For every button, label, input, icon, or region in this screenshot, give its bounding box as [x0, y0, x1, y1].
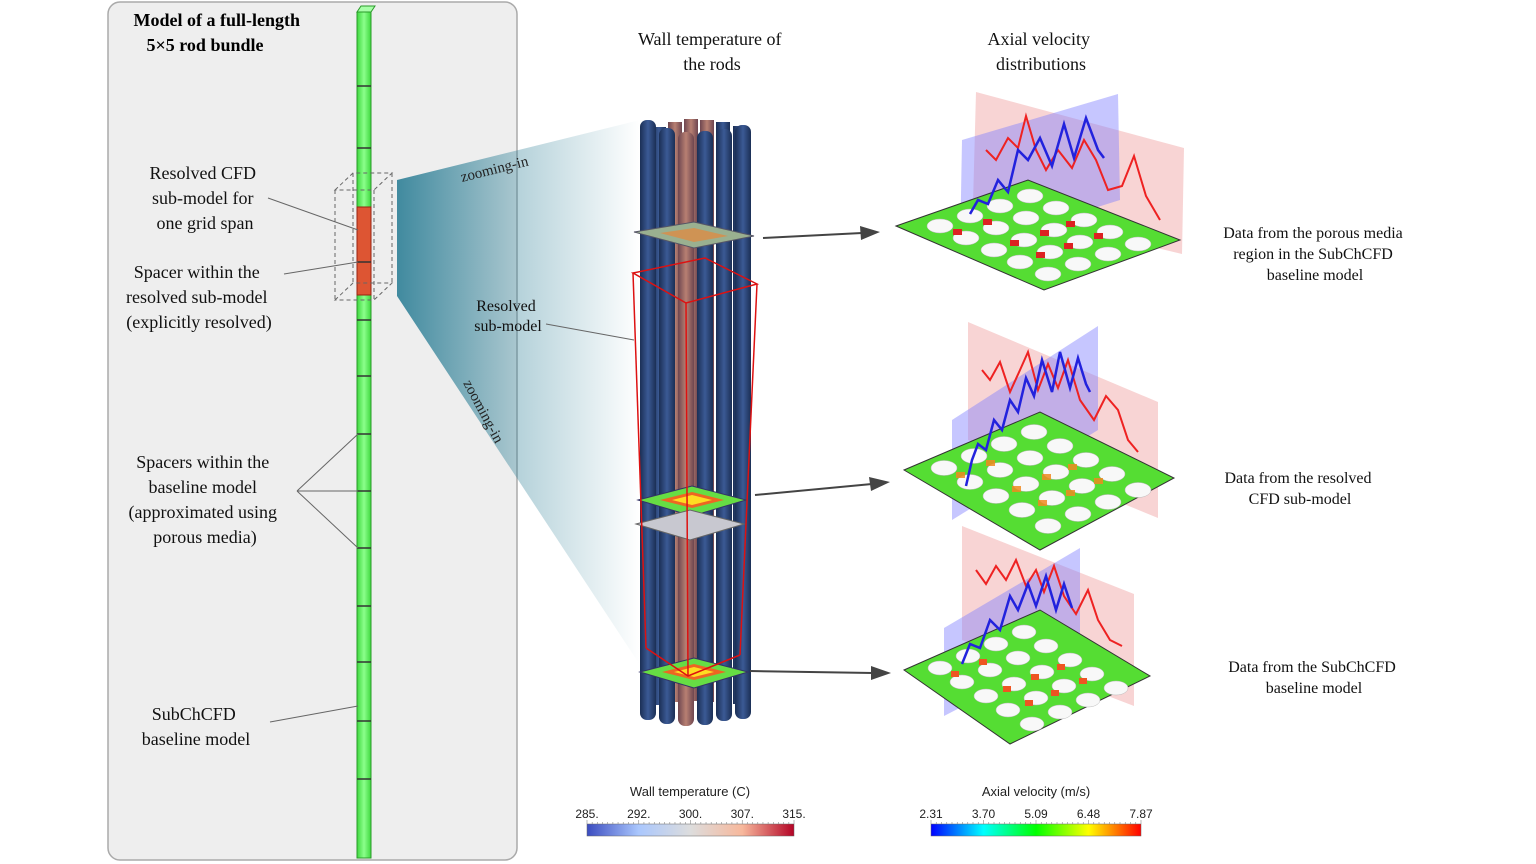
section-slice: [902, 609, 1152, 745]
leader-spacer-resolved: [283, 261, 359, 275]
rod-bundle: [630, 119, 760, 726]
section-slice: [894, 179, 1182, 291]
temperature-colorbar-ticks: 285. 292. 300. 307. 315.: [575, 807, 806, 824]
baseline-bar: [356, 11, 372, 859]
spacer-grid-mixing: [634, 509, 746, 541]
hot-spots: [951, 659, 1087, 706]
section-slice: [902, 411, 1176, 551]
right-section: Axial velocity distributions: [894, 29, 1407, 837]
blue-profile: [964, 351, 1092, 487]
resolved-span-bar: [356, 206, 372, 296]
arrow-bottom: [749, 670, 874, 674]
leader-resolved: [267, 197, 359, 231]
spacer-ticks: [357, 85, 371, 780]
red-profile: [985, 112, 1161, 221]
spacer-grid-top: [633, 221, 755, 249]
label-spacers-baseline: Spacers within the baseline model (appro…: [129, 452, 282, 548]
temperature-colorbar-title: Wall temperature (C): [630, 784, 750, 799]
red-profile: [975, 557, 1123, 647]
velocity-colorbar-tick-label: 7.87: [1129, 807, 1153, 821]
rod-holes: [930, 424, 1152, 534]
velocity-colorbar-tick-label: 3.70: [972, 807, 996, 821]
temperature-colorbar-gradient: [586, 823, 795, 837]
resolved-span-box: [333, 172, 394, 301]
zoom-funnel: [397, 120, 640, 665]
hot-spots: [956, 460, 1103, 506]
rod-holes: [927, 624, 1129, 732]
label-resolved-submodel: Resolved CFD sub-model for one grid span: [149, 163, 260, 233]
temperature-colorbar-tick-label: 285.: [575, 807, 598, 821]
velocity-colorbar: Axial velocity (m/s) 2.31 3.70 5.09 6.48 7.8…: [919, 784, 1153, 837]
temperature-colorbar-tick-label: 292.: [627, 807, 650, 821]
axial-velocity-heading: Axial velocity distributions: [988, 29, 1095, 74]
velocity-plot-baseline: [902, 526, 1152, 745]
temperature-colorbar-tick-label: 300.: [679, 807, 702, 821]
leader-resolved-submodel: [545, 323, 635, 341]
velocity-colorbar-tick-label: 2.31: [919, 807, 943, 821]
caption-resolved-cfd: Data from the resolved CFD sub-model: [1224, 470, 1375, 508]
resolved-submodel-label: Resolved sub-model: [474, 298, 542, 335]
temperature-colorbar-tick-label: 315.: [782, 807, 805, 821]
arrows: [749, 226, 891, 680]
caption-subchcfd-baseline: Data from the SubChCFD baseline model: [1228, 659, 1400, 697]
label-baseline-model: SubChCFD baseline model: [142, 704, 250, 749]
middle-section: Wall temperature of the rods: [474, 29, 891, 837]
velocity-colorbar-gradient: [930, 823, 1142, 837]
blue-profile: [960, 571, 1074, 665]
rod-holes: [926, 188, 1152, 282]
temperature-colorbar-tick-label: 307.: [731, 807, 754, 821]
bar-top-face: [356, 5, 376, 13]
wall-temperature-heading: Wall temperature of the rods: [638, 29, 786, 74]
blue-profile: [968, 114, 1105, 215]
label-spacer-resolved: Spacer within the resolved sub-model (ex…: [126, 262, 272, 333]
arrow-middle: [754, 483, 873, 496]
velocity-colorbar-title: Axial velocity (m/s): [982, 784, 1090, 799]
velocity-plot-resolved: [902, 322, 1176, 551]
velocity-colorbar-tick-label: 5.09: [1024, 807, 1048, 821]
spacer-grid-resolved: [636, 485, 748, 517]
velocity-plot-porous: [894, 92, 1184, 291]
velocity-colorbar-ticks: 2.31 3.70 5.09 6.48 7.87: [919, 807, 1153, 824]
leaders-spacers-baseline: [296, 433, 359, 549]
temperature-colorbar: Wall temperature (C) 285. 292. 300. 307. 315…: [575, 784, 806, 837]
velocity-colorbar-tick-label: 6.48: [1077, 807, 1101, 821]
leader-baseline: [269, 705, 359, 723]
red-profile: [981, 348, 1139, 453]
full-length-bundle: [333, 5, 394, 859]
resolved-submodel-outline: [630, 257, 760, 677]
arrow-top: [762, 232, 863, 239]
left-panel: Model of a full-length 5×5 rod bundle: [107, 1, 518, 861]
left-panel-title: Model of a full-length 5×5 rod bundle: [134, 10, 305, 55]
caption-porous-media: Data from the porous media region in the…: [1223, 225, 1407, 284]
hot-spots: [953, 219, 1103, 258]
